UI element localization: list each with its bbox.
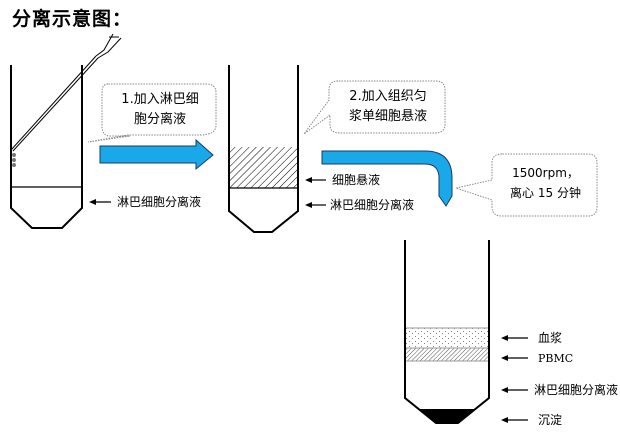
- arrow-right-1: [99, 138, 214, 171]
- tube-3-outline: [404, 240, 490, 424]
- tube-1-label-arrow: [89, 199, 111, 205]
- tube-2-label-cell-suspension: 细胞悬液: [332, 173, 381, 187]
- callout-step-2-line-2: 浆单细胞悬液: [348, 109, 427, 124]
- callout-step-1-text: 1.加入淋巴细 胞分离液: [104, 90, 216, 130]
- callout-step-1-line-1: 1.加入淋巴细: [121, 92, 199, 107]
- diagram-title: 分离示意图：: [12, 8, 133, 30]
- callout-step-3-line-2: 离心 15 分钟: [510, 186, 581, 200]
- droplets-icon: [12, 153, 16, 167]
- callout-step-2-text: 2.加入组织匀 浆单细胞悬液: [331, 87, 445, 127]
- callout-step-2-line-1: 2.加入组织匀: [349, 89, 427, 104]
- tube-3-label-arrow-1: [501, 335, 528, 341]
- arrow-bent-2: [321, 150, 453, 207]
- tube-2-label-separation-fluid: 淋巴细胞分离液: [330, 198, 415, 212]
- pbmc-layer: [405, 348, 489, 361]
- callout-step-1-line-2: 胞分离液: [133, 112, 186, 127]
- tube-3-label-arrow-2: [501, 355, 528, 361]
- callout-step-1: [87, 83, 217, 143]
- callout-step-3-line-1: 1500rpm，: [512, 166, 579, 180]
- tube-3-label-pbmc: PBMC: [538, 352, 574, 365]
- tube-2-outline: [228, 65, 299, 233]
- tube-2: [228, 65, 326, 233]
- sediment-layer: [420, 409, 474, 423]
- cell-suspension-layer: [229, 147, 299, 188]
- callout-step-3: [454, 153, 598, 217]
- pipette-icon: [10, 33, 122, 152]
- tube-3-label-plasma: 血浆: [538, 331, 563, 345]
- tube-3-label-arrow-4: [501, 417, 528, 423]
- tube-3-label-sediment: 沉淀: [538, 413, 563, 427]
- tube-3-label-arrow-3: [501, 387, 528, 393]
- tube-1: [10, 33, 122, 229]
- callout-step-3-text: 1500rpm， 离心 15 分钟: [494, 163, 597, 203]
- tube-2-label-arrow-1: [305, 177, 326, 183]
- tube-3: [404, 240, 528, 424]
- tube-3-label-separation-fluid: 淋巴细胞分离液: [534, 383, 619, 397]
- tube-1-outline: [10, 65, 83, 229]
- plasma-layer: [405, 328, 489, 348]
- tube-1-layer-label: 淋巴细胞分离液: [117, 195, 202, 209]
- callout-step-2: [303, 80, 446, 135]
- tube-2-label-arrow-2: [305, 202, 326, 208]
